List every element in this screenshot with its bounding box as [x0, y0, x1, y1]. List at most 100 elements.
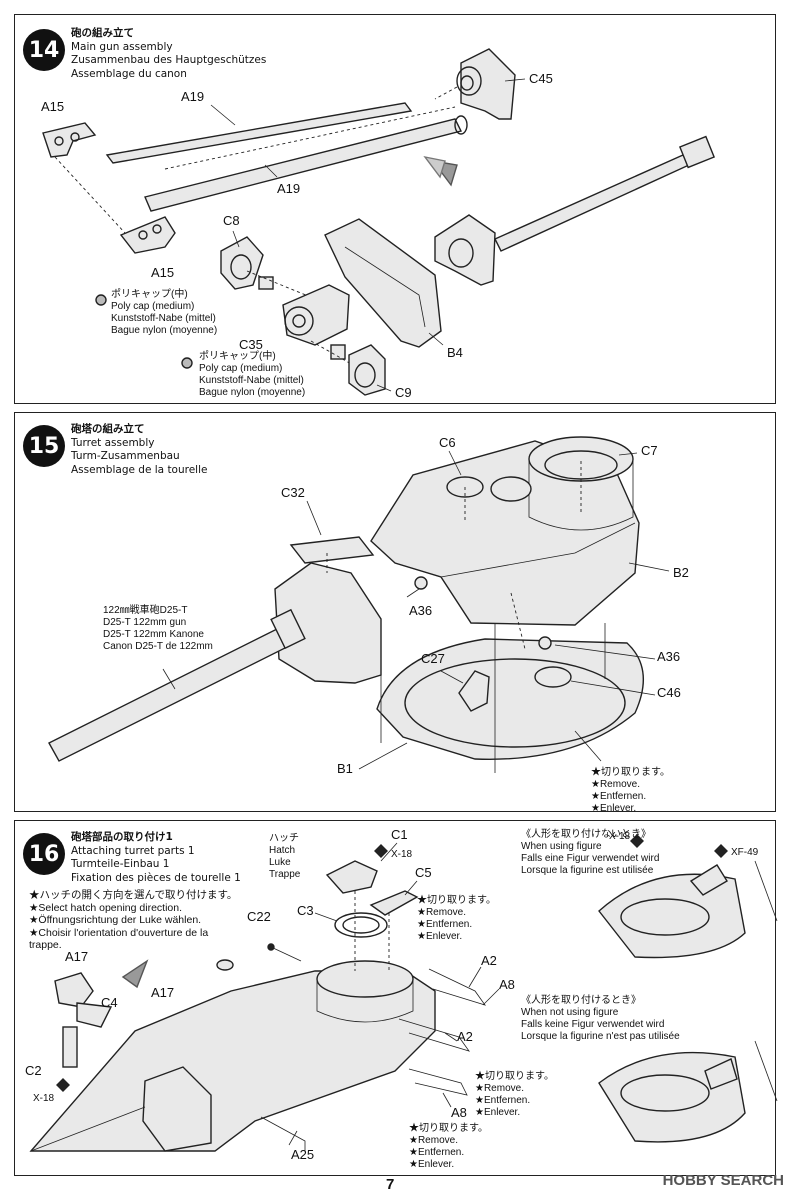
title-de: Zusammenbau des Hauptgeschützes — [71, 54, 267, 66]
label-x18-left: X-18 — [33, 1093, 55, 1104]
label-a17-turret: A17 — [151, 985, 175, 1000]
gun-caption-fr: Canon D25-T de 122mm — [103, 641, 213, 652]
title-en: Turret assembly — [71, 436, 155, 449]
remove-jp: ★切り取ります。 — [417, 895, 496, 906]
no-figure-fr: Lorsque la figurine est utilisée — [521, 865, 654, 876]
label-c7: C7 — [641, 443, 658, 458]
hatch-note-en: ★Select hatch opening direction. — [29, 901, 183, 914]
label-a36-right: A36 — [657, 649, 681, 664]
remove-fr: ★Enlever. — [475, 1107, 521, 1118]
title-jp: 砲の組み立て — [71, 27, 134, 39]
turret-parts-drawing — [29, 834, 778, 1152]
gun-caption-en: D25-T 122mm gun — [103, 617, 187, 628]
remove-de: ★Entfernen. — [475, 1095, 531, 1106]
label-a8-top: A8 — [499, 977, 515, 992]
title-de: Turm-Zusammenbau — [71, 450, 180, 462]
polycap-de: Kunststoff-Nabe (mittel) — [111, 313, 216, 324]
polycap-note-1: ポリキャップ(中) Poly cap (medium) Kunststoff-N… — [111, 289, 217, 337]
title-jp: 砲塔の組み立て — [71, 423, 145, 435]
label-a36-left: A36 — [409, 603, 433, 618]
gun-assembly-drawing — [42, 48, 716, 396]
label-c45: C45 — [529, 71, 553, 86]
remove-note-1: ★切り取ります。 ★Remove. ★Entfernen. ★Enlever. — [417, 895, 496, 943]
gun-caption-de: D25-T 122mm Kanone — [103, 629, 204, 640]
label-a2-bottom: A2 — [457, 1029, 473, 1044]
label-a15-bottom: A15 — [151, 265, 175, 280]
step-14-panel: 14 砲の組み立て Main gun assembly Zusammenbau … — [14, 14, 776, 404]
hatch-note-fr: ★Choisir l'orientation d'ouverture de la — [29, 926, 209, 939]
no-figure-de: Falls eine Figur verwendet wird — [521, 853, 660, 864]
with-figure-en: When not using figure — [521, 1007, 619, 1018]
hatch-caption: ハッチ Hatch Luke Trappe — [269, 833, 300, 881]
no-figure-en: When using figure — [521, 841, 602, 852]
label-a19-top: A19 — [181, 89, 205, 104]
hatch-fr: Trappe — [269, 869, 301, 880]
title-en: Attaching turret parts 1 — [71, 844, 195, 857]
label-c8: C8 — [223, 213, 240, 228]
label-c4: C4 — [101, 995, 118, 1010]
polycap-jp: ポリキャップ(中) — [111, 289, 188, 300]
hatch-jp: ハッチ — [269, 833, 299, 844]
label-a17-left: A17 — [65, 949, 89, 964]
label-x18-inset: X-18 — [609, 831, 631, 842]
remove-en: ★Remove. — [417, 907, 466, 918]
step-title: 砲塔部品の取り付け1 Attaching turret parts 1 Turm… — [71, 831, 241, 885]
label-a8-bottom: A8 — [451, 1105, 467, 1120]
remove-jp: ★切り取ります。 — [475, 1071, 554, 1082]
label-c32: C32 — [281, 485, 305, 500]
polycap-en: Poly cap (medium) — [199, 363, 283, 374]
remove-en: ★Remove. — [409, 1135, 458, 1146]
no-figure-caption: 《人形を取り付けないとき》 When using figure Falls ei… — [521, 829, 659, 877]
gun-caption-jp: 122㎜戦車砲D25-T — [103, 605, 188, 616]
label-c46: C46 — [657, 685, 681, 700]
hatch-direction-note: ★ハッチの開く方向を選んで取り付けます。 ★Select hatch openi… — [29, 889, 239, 952]
step-title: 砲の組み立て Main gun assembly Zusammenbau des… — [71, 27, 266, 81]
label-c6: C6 — [439, 435, 456, 450]
step-number: 15 — [23, 425, 65, 467]
turret-assembly-drawing — [48, 436, 670, 773]
polycap-fr: Bague nylon (moyenne) — [111, 325, 218, 336]
label-xf49-inset: XF-49 — [731, 847, 759, 858]
remove-fr: ★Enlever. — [591, 803, 637, 814]
page-number: 7 — [386, 1176, 395, 1193]
step-number: 14 — [23, 29, 65, 71]
label-a25: A25 — [291, 1147, 315, 1162]
label-c5: C5 — [415, 865, 432, 880]
label-a2-top: A2 — [481, 953, 497, 968]
polycap-jp: ポリキャップ(中) — [199, 351, 276, 362]
remove-note-3: ★切り取ります。 ★Remove. ★Entfernen. ★Enlever. — [409, 1123, 488, 1171]
remove-note-2: ★切り取ります。 ★Remove. ★Entfernen. ★Enlever. — [475, 1071, 554, 1119]
label-c27: C27 — [421, 651, 445, 666]
remove-en: ★Remove. — [475, 1083, 524, 1094]
label-c3: C3 — [297, 903, 314, 918]
hatch-en: Hatch — [269, 845, 296, 856]
label-c22: C22 — [247, 909, 271, 924]
remove-note: ★切り取ります。 ★Remove. ★Entfernen. ★Enlever. — [591, 767, 670, 815]
remove-de: ★Entfernen. — [417, 919, 473, 930]
label-c35: C35 — [239, 337, 263, 352]
label-c9: C9 — [395, 385, 412, 400]
label-b2: B2 — [673, 565, 689, 580]
title-jp: 砲塔部品の取り付け1 — [71, 831, 173, 843]
title-fr: Fixation des pièces de tourelle 1 — [71, 871, 241, 884]
polycap-note-2: ポリキャップ(中) Poly cap (medium) Kunststoff-N… — [199, 351, 305, 399]
with-figure-caption: 《人形を取り付けるとき》 When not using figure Falls… — [521, 995, 680, 1043]
label-a19-bottom: A19 — [277, 181, 301, 196]
with-figure-jp: 《人形を取り付けるとき》 — [521, 995, 641, 1006]
hatch-de: Luke — [269, 857, 291, 868]
title-fr: Assemblage du canon — [71, 67, 187, 80]
title-en: Main gun assembly — [71, 40, 173, 53]
remove-fr: ★Enlever. — [417, 931, 463, 942]
remove-jp: ★切り取ります。 — [409, 1123, 488, 1134]
label-c1: C1 — [391, 827, 408, 842]
step-15-panel: 15 砲塔の組み立て Turret assembly Turm-Zusammen… — [14, 412, 776, 815]
polycap-en: Poly cap (medium) — [111, 301, 195, 312]
title-de: Turmteile-Einbau 1 — [71, 858, 170, 870]
remove-de: ★Entfernen. — [409, 1147, 465, 1158]
label-a15-top: A15 — [41, 99, 65, 114]
hatch-note-fr-2: trappe. — [29, 939, 62, 951]
label-x18-top: X-18 — [391, 849, 413, 860]
step-16-panel: 16 砲塔部品の取り付け1 Attaching turret parts 1 T… — [14, 820, 778, 1176]
title-fr: Assemblage de la tourelle — [71, 463, 208, 476]
hatch-note-jp: ★ハッチの開く方向を選んで取り付けます。 — [29, 889, 238, 901]
